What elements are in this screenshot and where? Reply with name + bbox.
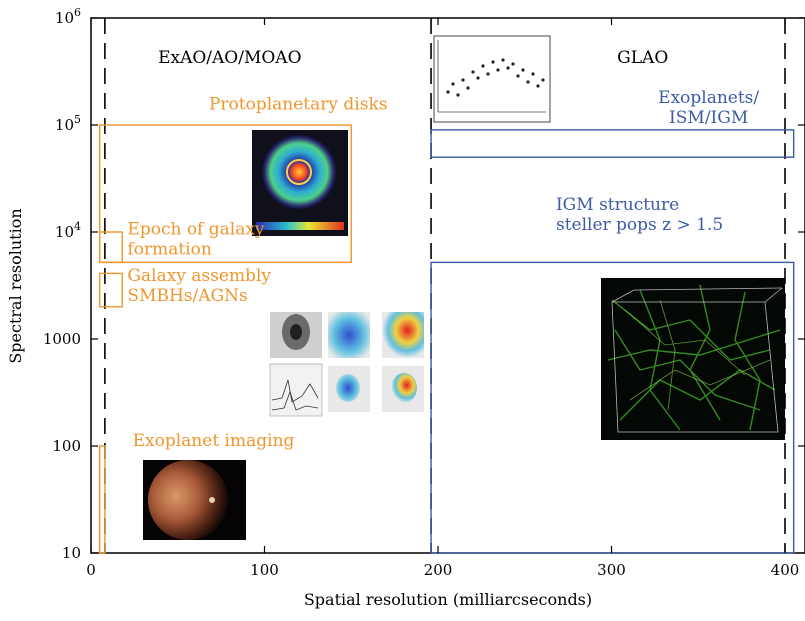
- galaxy-kinematics-image: [269, 312, 424, 417]
- y-tick-label: 104: [55, 220, 81, 241]
- mode-label-1: ExAO/AO/MOAO: [158, 48, 301, 68]
- exoplanet-imaging-label: Exoplanet imaging: [133, 431, 295, 451]
- y-tick-label: 10: [62, 544, 81, 562]
- x-axis-label: Spatial resolution (milliarcseconds): [304, 590, 592, 609]
- y-tick-label: 106: [55, 6, 81, 27]
- x-tick-label: 400: [771, 561, 800, 579]
- spectrum-plot-image: [433, 35, 551, 123]
- x-tick-label: 0: [86, 561, 96, 579]
- y-tick-label: 1000: [43, 330, 81, 348]
- protoplanetary-disks-region: [98, 124, 352, 264]
- x-tick-label: 100: [250, 561, 279, 579]
- igm-structure-region: [430, 261, 795, 554]
- galaxy-assembly-region: [98, 272, 123, 308]
- exoplanets-ism-igm-label: Exoplanets/ISM/IGM: [658, 88, 759, 128]
- exoplanet-image: [143, 460, 246, 540]
- y-tick-label: 105: [55, 113, 81, 134]
- protoplanetary-disks-label: Protoplanetary disks: [209, 94, 387, 114]
- y-axis-label: Spectral resolution: [6, 208, 25, 363]
- y-tick-label: 100: [52, 437, 81, 455]
- x-tick-label: 200: [424, 561, 453, 579]
- exoplanet-imaging-region: [98, 445, 106, 554]
- mode-label-2: GLAO: [617, 48, 668, 68]
- igm-simulation-image: [601, 278, 785, 440]
- protoplanetary-disk-image: [252, 130, 348, 236]
- x-tick-label: 300: [597, 561, 626, 579]
- exoplanets-ism-igm-region: [430, 129, 795, 158]
- epoch-of-galaxy-formation-region: [98, 231, 123, 264]
